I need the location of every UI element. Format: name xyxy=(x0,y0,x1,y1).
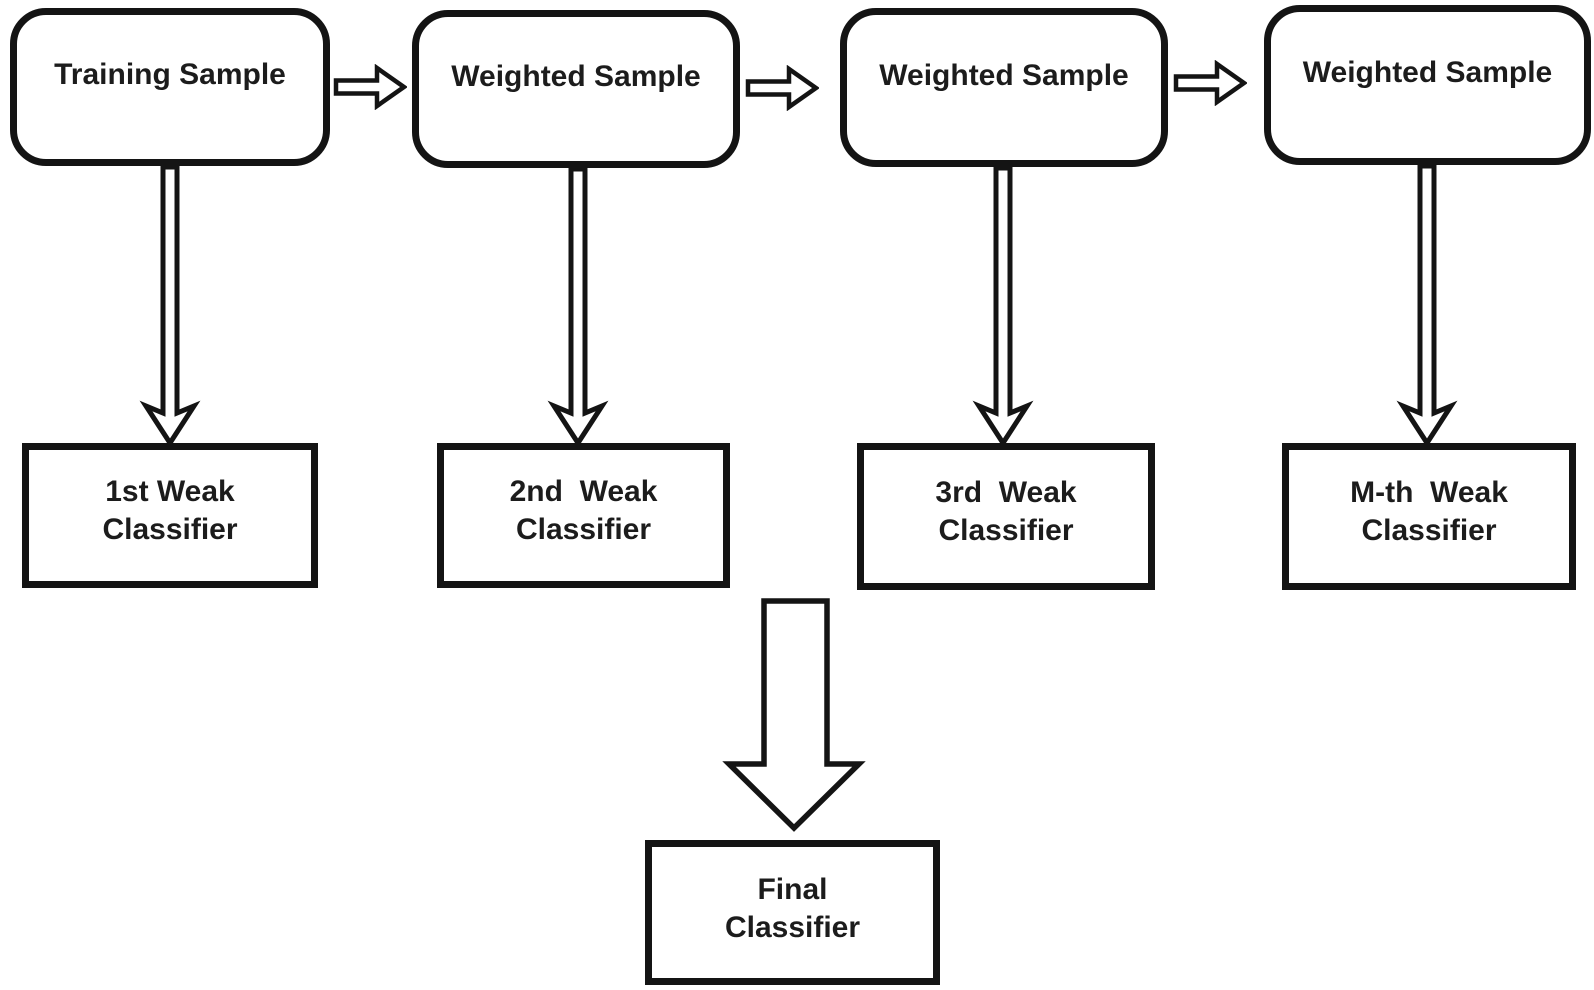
weighted-sample-label-1: Weighted Sample xyxy=(451,60,701,93)
weak-classifier-2-line2: Classifier xyxy=(515,512,652,546)
weak-classifier-label-4: M-th Weak Classifier xyxy=(1350,474,1508,550)
down-arrow-icon-2 xyxy=(546,166,610,446)
big-down-arrow-icon xyxy=(722,597,866,833)
final-classifier-box: Final Classifier xyxy=(645,840,940,985)
weak-classifier-3-line1: 3rd Weak xyxy=(935,475,1077,509)
down-arrow-icon-4 xyxy=(1395,163,1459,446)
weak-classifier-4-line2: Classifier xyxy=(1361,513,1497,547)
weighted-sample-label-3: Weighted Sample xyxy=(1302,56,1553,89)
final-classifier-line2: Classifier xyxy=(724,910,861,944)
down-arrow-icon-3 xyxy=(971,165,1035,446)
training-sample-box: Training Sample xyxy=(10,8,330,166)
weighted-sample-box-1: Weighted Sample xyxy=(412,10,740,168)
final-classifier-line1: Final xyxy=(757,872,828,906)
weak-classifier-2-line1: 2nd Weak xyxy=(509,474,658,508)
weighted-sample-box-2: Weighted Sample xyxy=(840,8,1168,167)
right-arrow-icon-2 xyxy=(745,65,819,111)
weak-classifier-1-line1: 1st Weak xyxy=(105,474,235,508)
weak-classifier-3-line2: Classifier xyxy=(938,513,1074,547)
down-arrow-icon-1 xyxy=(138,164,202,446)
weak-classifier-box-3: 3rd Weak Classifier xyxy=(857,443,1155,590)
weak-classifier-label-2: 2nd Weak Classifier xyxy=(510,473,658,549)
final-classifier-label: Final Classifier xyxy=(725,871,860,947)
weak-classifier-label-3: 3rd Weak Classifier xyxy=(935,474,1076,550)
right-arrow-icon-3 xyxy=(1173,60,1247,106)
weighted-sample-box-3: Weighted Sample xyxy=(1264,5,1591,165)
weak-classifier-1-line2: Classifier xyxy=(102,512,238,546)
training-sample-label: Training Sample xyxy=(54,58,286,91)
weak-classifier-4-line1: M-th Weak xyxy=(1350,475,1508,509)
weak-classifier-box-2: 2nd Weak Classifier xyxy=(437,443,730,588)
weak-classifier-box-4: M-th Weak Classifier xyxy=(1282,443,1576,590)
weighted-sample-label-2: Weighted Sample xyxy=(879,58,1129,92)
weak-classifier-box-1: 1st Weak Classifier xyxy=(22,443,318,588)
weak-classifier-label-1: 1st Weak Classifier xyxy=(102,473,237,549)
right-arrow-icon-1 xyxy=(333,64,407,110)
